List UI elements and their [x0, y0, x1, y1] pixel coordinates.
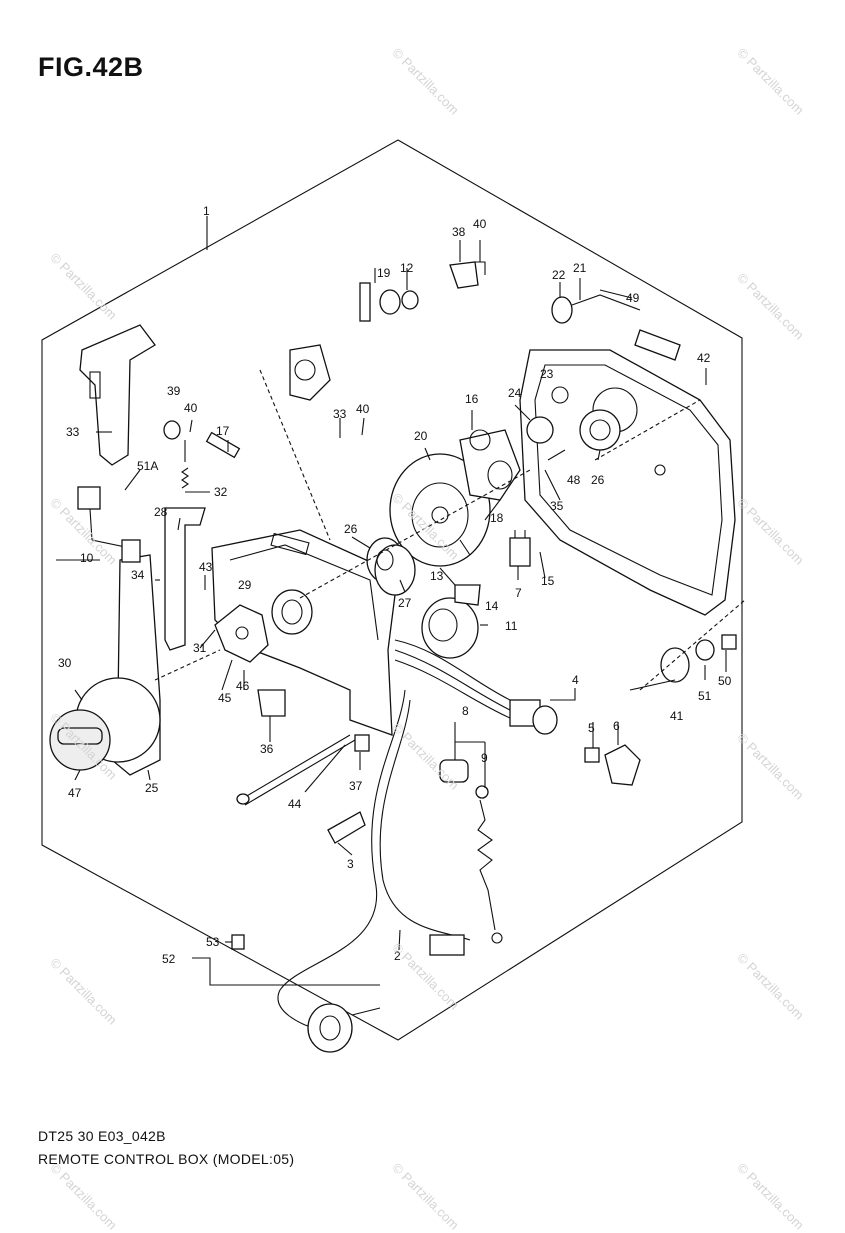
callout: 1 [203, 204, 210, 218]
gear-plate [389, 453, 491, 567]
callout: 44 [288, 797, 302, 811]
callout: 49 [626, 291, 640, 305]
callout: 30 [58, 656, 72, 670]
drawing-code: DT25 30 E03_042B [38, 1128, 166, 1144]
figure-title: FIG.42B [38, 52, 144, 82]
callout: 39 [167, 384, 181, 398]
callout: 51 [698, 689, 712, 703]
callout: 29 [238, 578, 252, 592]
callout: 16 [465, 392, 479, 406]
callout: 23 [540, 367, 554, 381]
callout: 46 [236, 679, 250, 693]
callout: 13 [430, 569, 444, 583]
callout: 31 [193, 641, 207, 655]
callout: 19 [377, 266, 391, 280]
callout: 10 [80, 551, 94, 565]
leader-lines [56, 216, 727, 986]
lever-handle [79, 324, 156, 466]
callout: 41 [670, 709, 684, 723]
callout: 15 [541, 574, 555, 588]
callout: 33 [333, 407, 347, 421]
callout: 20 [414, 429, 428, 443]
callout: 38 [452, 225, 466, 239]
callout: 17 [216, 424, 230, 438]
callout: 50 [718, 674, 732, 688]
callout: 7 [515, 586, 522, 600]
callout: 28 [154, 505, 168, 519]
callout: 52 [162, 952, 176, 966]
callout: 34 [131, 568, 145, 582]
callout: 14 [485, 599, 499, 613]
callout: 4 [572, 673, 579, 687]
callout: 40 [356, 402, 370, 416]
callout: 6 [613, 719, 620, 733]
callout: 40 [473, 217, 487, 231]
callout: 40 [184, 401, 198, 415]
callout: 2 [394, 949, 401, 963]
callout: 47 [68, 786, 82, 800]
callout: 43 [199, 560, 213, 574]
callout: 26 [591, 473, 605, 487]
callout: 53 [206, 935, 220, 949]
callout: 32 [214, 485, 228, 499]
callout: 25 [145, 781, 159, 795]
figure-caption: REMOTE CONTROL BOX (MODEL:05) [38, 1151, 295, 1167]
callout: 3 [347, 857, 354, 871]
assembly-outline [41, 139, 743, 1041]
callout: 5 [588, 721, 595, 735]
reference-lines [154, 369, 746, 691]
callout: 37 [349, 779, 363, 793]
callout: 21 [573, 261, 587, 275]
buzzer [421, 597, 479, 659]
callout: 51A [137, 459, 158, 473]
callout: 48 [567, 473, 581, 487]
exploded-parts-diagram: 1 2 3 4 5 6 7 8 9 10 11 12 13 14 15 16 1… [41, 139, 746, 1053]
callout: 42 [697, 351, 711, 365]
callout: 12 [400, 261, 414, 275]
callout: 36 [260, 742, 274, 756]
callout: 45 [218, 691, 232, 705]
callout: 33 [66, 425, 80, 439]
long-bolt [239, 734, 351, 801]
callout: 22 [552, 268, 566, 282]
callout: 9 [481, 751, 488, 765]
callout: 24 [508, 386, 522, 400]
callout: 18 [490, 511, 504, 525]
callout: 26 [344, 522, 358, 536]
callout: 35 [550, 499, 564, 513]
callout-labels: 1 2 3 4 5 6 7 8 9 10 11 12 13 14 15 16 1… [58, 204, 732, 966]
callout: 11 [505, 619, 518, 633]
callout: 8 [462, 704, 469, 718]
callout: 27 [398, 596, 412, 610]
